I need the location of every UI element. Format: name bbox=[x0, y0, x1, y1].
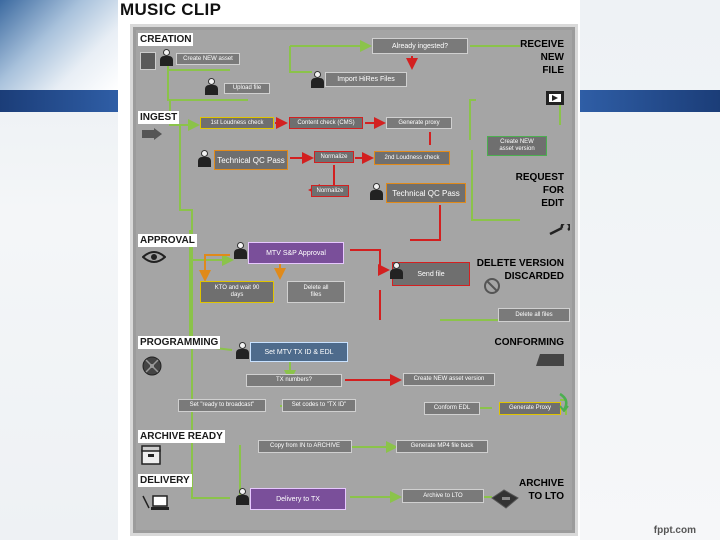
box-generate-mp4-file: Generate MP4 file back bbox=[396, 440, 488, 453]
box-second-loudness-check: 2nd Loudness check bbox=[374, 151, 450, 165]
arrow-right-icon bbox=[142, 128, 162, 140]
blue-band-right bbox=[580, 90, 720, 112]
box-import-hires-files: Import HiRes Files bbox=[325, 72, 407, 87]
tape-drive-icon bbox=[491, 489, 519, 509]
person-icon bbox=[198, 150, 211, 167]
person-icon bbox=[390, 262, 403, 279]
box-delivery-to-tx: Delivery to TX bbox=[250, 488, 346, 510]
eye-icon bbox=[142, 251, 166, 263]
document-icon bbox=[140, 52, 156, 70]
recycle-arrow-icon bbox=[559, 392, 569, 412]
box-create-new-asset-version-2: Create NEW asset version bbox=[403, 373, 495, 386]
box-normalize-2: Normalize bbox=[311, 185, 349, 197]
box-copy-in-to-archive: Copy from IN to ARCHIVE bbox=[258, 440, 352, 453]
person-icon bbox=[205, 78, 218, 95]
section-delivery: DELIVERY bbox=[138, 474, 192, 487]
section-programming: PROGRAMMING bbox=[138, 336, 221, 349]
box-technical-qc-pass-2: Technical QC Pass bbox=[386, 183, 466, 203]
person-icon bbox=[236, 342, 249, 359]
box-mtv-sp-approval: MTV S&P Approval bbox=[248, 242, 344, 264]
box-content-check-cms: Content check (CMS) bbox=[289, 117, 363, 129]
box-send-file: Send file bbox=[392, 262, 470, 286]
box-normalize-1: Normalize bbox=[314, 151, 354, 163]
box-create-new-asset: Create NEW asset bbox=[176, 53, 240, 65]
box-delete-all-files-2: Delete all files bbox=[498, 308, 570, 322]
slide-title: MUSIC CLIP bbox=[120, 0, 222, 19]
wrench-icon bbox=[549, 224, 570, 236]
computer-icon bbox=[142, 495, 169, 510]
section-archive-ready: ARCHIVE READY bbox=[138, 430, 225, 443]
blue-band-left bbox=[0, 90, 118, 112]
box-create-new-asset-version: Create NEW asset version bbox=[487, 136, 547, 156]
section-archive-to-lto: ARCHIVE TO LTO bbox=[518, 478, 564, 502]
screen-icon bbox=[536, 354, 564, 366]
box-technical-qc-pass-1: Technical QC Pass bbox=[214, 150, 288, 170]
reel-icon bbox=[142, 356, 162, 376]
person-icon bbox=[236, 488, 249, 505]
box-already-ingested: Already ingested? bbox=[372, 38, 468, 54]
footer-watermark: fppt.com bbox=[653, 525, 696, 536]
archive-box-icon bbox=[141, 445, 161, 465]
no-entry-icon bbox=[484, 278, 500, 294]
person-icon bbox=[311, 71, 324, 88]
box-generate-proxy-2: Generate Proxy bbox=[499, 402, 561, 415]
box-upload-file: Upload file bbox=[224, 83, 270, 94]
building-glass-decoration bbox=[0, 0, 118, 90]
box-kto-and-wait: KTO and wait 90 days bbox=[200, 281, 274, 303]
box-delete-all-files-1: Delete all files bbox=[287, 281, 345, 303]
box-archive-to-lto: Archive to LTO bbox=[402, 489, 484, 503]
box-tx-numbers: TX numbers? bbox=[246, 374, 342, 387]
section-receive-new-file: RECEIVE NEW FILE bbox=[520, 39, 564, 76]
box-generate-proxy: Generate proxy bbox=[386, 117, 452, 129]
section-delete-version-discarded: DELETE VERSION DISCARDED bbox=[476, 258, 564, 282]
box-set-mtv-tx-id-edl: Set MTV TX ID & EDL bbox=[250, 342, 348, 362]
person-icon bbox=[370, 183, 383, 200]
box-set-codes-tx-id: Set codes to "TX ID" bbox=[282, 399, 356, 412]
film-icon bbox=[546, 91, 564, 105]
box-first-loudness-check: 1st Loudness check bbox=[200, 117, 274, 129]
person-icon bbox=[234, 242, 247, 259]
section-request-for-edit: REQUEST FOR EDIT bbox=[515, 172, 564, 209]
section-conforming: CONFORMING bbox=[494, 337, 564, 348]
section-approval: APPROVAL bbox=[138, 234, 197, 247]
section-creation: CREATION bbox=[138, 33, 194, 46]
person-icon bbox=[160, 49, 173, 66]
box-conform-edl: Conform EDL bbox=[424, 402, 480, 415]
section-ingest: INGEST bbox=[138, 111, 180, 124]
box-set-ready-to-broadcast: Set "ready to broadcast" bbox=[178, 399, 266, 412]
